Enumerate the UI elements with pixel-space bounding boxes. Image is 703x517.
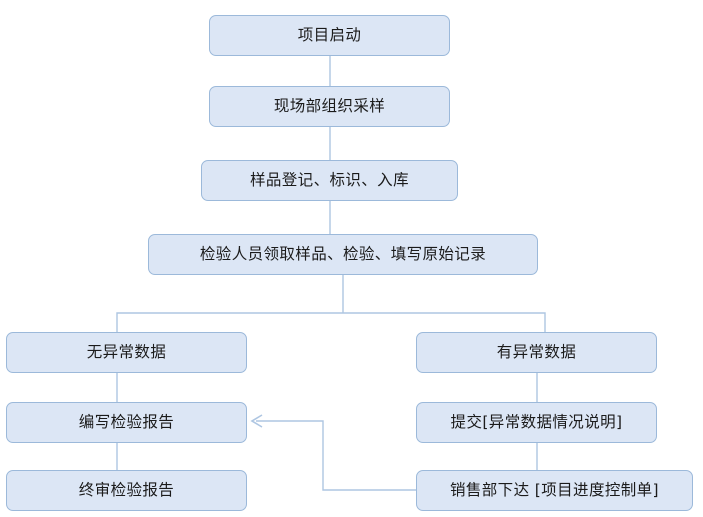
node-final-review-report[interactable]: 终审检验报告	[6, 470, 247, 511]
node-label: 无异常数据	[86, 343, 167, 362]
node-label: 编写检验报告	[78, 413, 175, 432]
node-label: 检验人员领取样品、检验、填写原始记录	[199, 245, 487, 264]
edge-branch-to-has-abnormal	[343, 312, 546, 332]
node-has-abnormal-data[interactable]: 有异常数据	[416, 332, 657, 373]
node-no-abnormal-data[interactable]: 无异常数据	[6, 332, 247, 373]
node-label: 终审检验报告	[78, 481, 175, 500]
node-label: 有异常数据	[496, 343, 577, 362]
node-sales-dept-issue-progress-control[interactable]: 销售部下达 [项目进度控制单]	[416, 470, 693, 511]
node-write-inspection-report[interactable]: 编写检验报告	[6, 402, 247, 443]
arrowhead-icon	[250, 414, 263, 428]
node-site-dept-sampling[interactable]: 现场部组织采样	[209, 86, 450, 127]
edge-sales-dept-back-to-write-report	[256, 420, 416, 491]
node-submit-abnormal-data-report[interactable]: 提交[异常数据情况说明]	[416, 402, 657, 443]
node-label: 提交[异常数据情况说明]	[450, 413, 623, 432]
node-sample-registration[interactable]: 样品登记、标识、入库	[201, 160, 458, 201]
node-project-start[interactable]: 项目启动	[209, 15, 450, 56]
node-label: 项目启动	[297, 26, 362, 45]
node-inspector-collect-test-record[interactable]: 检验人员领取样品、检验、填写原始记录	[148, 234, 538, 275]
edge-branch-to-no-abnormal	[116, 312, 343, 332]
node-label: 样品登记、标识、入库	[249, 171, 409, 190]
node-label: 销售部下达 [项目进度控制单]	[449, 481, 660, 500]
node-label: 现场部组织采样	[273, 97, 386, 116]
